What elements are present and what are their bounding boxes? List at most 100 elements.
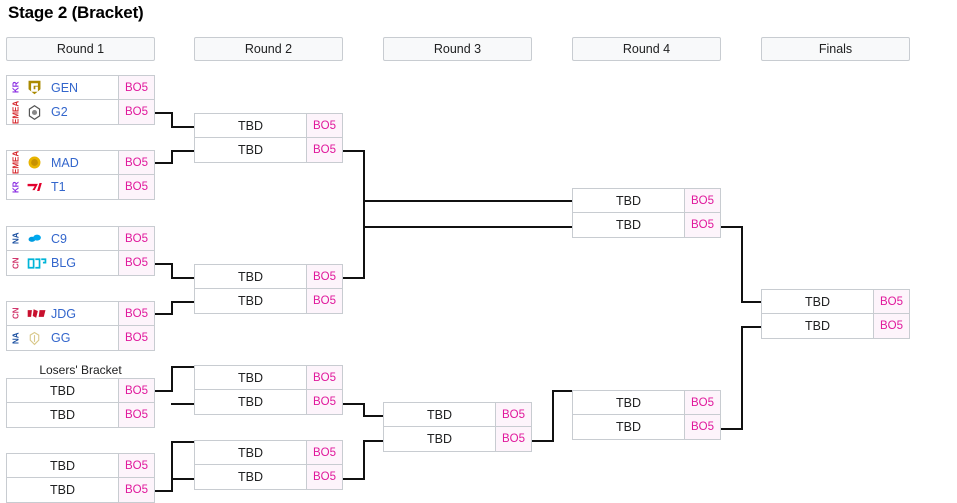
connector-line bbox=[155, 263, 173, 265]
team-name[interactable]: MAD bbox=[51, 155, 79, 170]
match-row[interactable]: NA GG BO5 bbox=[6, 326, 155, 351]
match-row[interactable]: EMEA G2 BO5 bbox=[6, 100, 155, 125]
opponent-slot[interactable]: KR T1 bbox=[7, 175, 118, 199]
match-r2-m2[interactable]: TBD BO5 TBD BO5 bbox=[194, 264, 343, 314]
match-row[interactable]: TBD BO5 bbox=[761, 289, 910, 314]
opponent-slot[interactable]: TBD bbox=[50, 458, 75, 473]
match-row[interactable]: CN JDG BO5 bbox=[6, 301, 155, 326]
team-name[interactable]: G2 bbox=[51, 105, 68, 119]
opponent-slot[interactable]: TBD bbox=[238, 269, 263, 284]
team-name[interactable]: JDG bbox=[51, 306, 76, 321]
match-lb-m1[interactable]: TBD BO5 TBD BO5 bbox=[6, 378, 155, 428]
team-name[interactable]: GG bbox=[51, 331, 71, 345]
match-r2-m4[interactable]: TBD BO5 TBD BO5 bbox=[194, 440, 343, 490]
match-row[interactable]: TBD BO5 bbox=[6, 478, 155, 503]
match-row[interactable]: CN BLG BO5 bbox=[6, 251, 155, 276]
match-row[interactable]: TBD BO5 bbox=[572, 188, 721, 213]
opponent-slot[interactable]: EMEA G2 bbox=[7, 100, 118, 124]
opponent-slot[interactable]: TBD bbox=[50, 483, 75, 497]
match-format: BO5 bbox=[118, 76, 154, 99]
match-row[interactable]: TBD BO5 bbox=[6, 403, 155, 428]
round-header-finals[interactable]: Finals bbox=[761, 37, 910, 61]
cloud9-logo bbox=[26, 230, 43, 247]
connector-line bbox=[363, 200, 365, 278]
round-header-round-2[interactable]: Round 2 bbox=[194, 37, 343, 61]
team-name[interactable]: BLG bbox=[51, 256, 77, 270]
connector-line bbox=[171, 403, 195, 405]
jdg-logo bbox=[26, 305, 46, 322]
match-row[interactable]: TBD BO5 bbox=[761, 314, 910, 339]
region-badge-cn: CN bbox=[11, 257, 21, 269]
opponent-slot[interactable]: TBD bbox=[50, 408, 75, 422]
team-name[interactable]: T1 bbox=[51, 180, 66, 194]
match-row[interactable]: TBD BO5 bbox=[572, 390, 721, 415]
opponent-slot[interactable]: TBD bbox=[805, 294, 830, 309]
match-r2-m1[interactable]: TBD BO5 TBD BO5 bbox=[194, 113, 343, 163]
match-row[interactable]: TBD BO5 bbox=[194, 365, 343, 390]
connector-line bbox=[363, 440, 365, 480]
match-lb-m2[interactable]: TBD BO5 TBD BO5 bbox=[6, 453, 155, 503]
opponent-slot[interactable]: TBD bbox=[238, 118, 263, 133]
match-row[interactable]: NA C9 BO5 bbox=[6, 226, 155, 251]
opponent-slot[interactable]: NA GG bbox=[7, 326, 118, 350]
opponent-slot[interactable]: CN JDG bbox=[7, 302, 118, 325]
match-row[interactable]: TBD BO5 bbox=[194, 138, 343, 163]
match-row[interactable]: TBD BO5 bbox=[194, 113, 343, 138]
match-r2-m3[interactable]: TBD BO5 TBD BO5 bbox=[194, 365, 343, 415]
opponent-slot[interactable]: TBD bbox=[238, 395, 263, 409]
opponent-slot[interactable]: TBD bbox=[616, 420, 641, 434]
opponent-slot[interactable]: TBD bbox=[238, 445, 263, 460]
opponent-slot[interactable]: TBD bbox=[427, 407, 452, 422]
opponent-slot[interactable]: NA C9 bbox=[7, 227, 118, 250]
match-r1-m1[interactable]: KR GEN BO5 EMEA G2 BO5 bbox=[6, 75, 155, 125]
match-row[interactable]: TBD BO5 bbox=[383, 427, 532, 452]
match-row[interactable]: KR T1 BO5 bbox=[6, 175, 155, 200]
match-row[interactable]: TBD BO5 bbox=[572, 213, 721, 238]
match-r1-m3[interactable]: NA C9 BO5 CN BLG BO5 bbox=[6, 226, 155, 276]
opponent-slot[interactable]: KR GEN bbox=[7, 76, 118, 99]
opponent-slot[interactable]: CN BLG bbox=[7, 251, 118, 275]
region-badge-kr: KR bbox=[11, 181, 21, 193]
match-row[interactable]: TBD BO5 bbox=[572, 415, 721, 440]
match-row[interactable]: TBD BO5 bbox=[194, 264, 343, 289]
match-row[interactable]: EMEA MAD BO5 bbox=[6, 150, 155, 175]
connector-line bbox=[171, 277, 195, 279]
match-r4-m1[interactable]: TBD BO5 TBD BO5 bbox=[572, 188, 721, 238]
opponent-slot[interactable]: TBD bbox=[427, 432, 452, 446]
match-row[interactable]: TBD BO5 bbox=[383, 402, 532, 427]
goldenguard-logo bbox=[26, 330, 43, 347]
match-r1-m2[interactable]: EMEA MAD BO5 KR T1 BO5 bbox=[6, 150, 155, 200]
team-name[interactable]: GEN bbox=[51, 80, 79, 95]
team-name[interactable]: C9 bbox=[51, 231, 67, 246]
opponent-slot[interactable]: TBD bbox=[616, 193, 641, 208]
match-r1-m4[interactable]: CN JDG BO5 NA GG BO5 bbox=[6, 301, 155, 351]
round-header-round-1[interactable]: Round 1 bbox=[6, 37, 155, 61]
match-row[interactable]: TBD BO5 bbox=[194, 465, 343, 490]
opponent-slot[interactable]: TBD bbox=[616, 395, 641, 410]
match-format: BO5 bbox=[118, 302, 154, 325]
match-row[interactable]: TBD BO5 bbox=[194, 289, 343, 314]
opponent-slot[interactable]: TBD bbox=[238, 143, 263, 157]
match-finals[interactable]: TBD BO5 TBD BO5 bbox=[761, 289, 910, 339]
opponent-slot[interactable]: EMEA MAD bbox=[7, 151, 118, 174]
connector-line bbox=[171, 441, 173, 492]
opponent-slot[interactable]: TBD bbox=[50, 383, 75, 398]
match-r4-m2[interactable]: TBD BO5 TBD BO5 bbox=[572, 390, 721, 440]
match-row[interactable]: TBD BO5 bbox=[6, 453, 155, 478]
round-header-round-3[interactable]: Round 3 bbox=[383, 37, 532, 61]
opponent-slot[interactable]: TBD bbox=[238, 470, 263, 484]
match-row[interactable]: TBD BO5 bbox=[6, 378, 155, 403]
connector-line bbox=[363, 415, 385, 417]
round-header-round-4[interactable]: Round 4 bbox=[572, 37, 721, 61]
match-format: BO5 bbox=[118, 227, 154, 250]
opponent-slot[interactable]: TBD bbox=[805, 319, 830, 333]
match-row[interactable]: TBD BO5 bbox=[194, 390, 343, 415]
connector-line bbox=[171, 112, 173, 128]
opponent-slot[interactable]: TBD bbox=[616, 218, 641, 232]
match-format: BO5 bbox=[684, 213, 720, 237]
match-row[interactable]: TBD BO5 bbox=[194, 440, 343, 465]
match-r3-m1[interactable]: TBD BO5 TBD BO5 bbox=[383, 402, 532, 452]
opponent-slot[interactable]: TBD bbox=[238, 294, 263, 308]
match-row[interactable]: KR GEN BO5 bbox=[6, 75, 155, 100]
opponent-slot[interactable]: TBD bbox=[238, 370, 263, 385]
